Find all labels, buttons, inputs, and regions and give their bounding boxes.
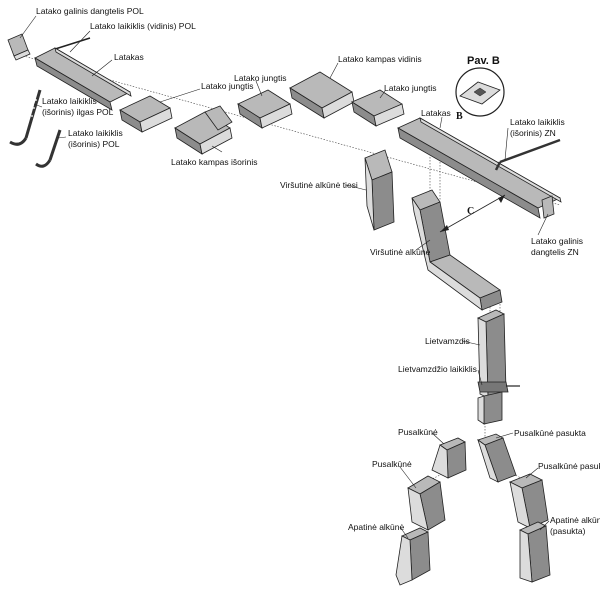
label-end-cap-zn-line2: dangtelis ZN: [531, 247, 579, 257]
label-letter-c: C: [467, 206, 474, 217]
downpipe-lower-part: [477, 391, 503, 425]
label-joint-1: Latako jungtis: [201, 81, 253, 91]
upper-elbow-part: [411, 189, 503, 311]
joint-2-part: [237, 89, 293, 129]
half-elbow-turned-2-part: [509, 473, 549, 529]
end-cap-zn-part: [541, 195, 555, 219]
label-downpipe: Lietvamzdis: [425, 336, 470, 346]
outer-corner-part: [174, 105, 233, 155]
end-cap-pol-part: [7, 33, 31, 61]
downpipe-bracket-part: [477, 381, 520, 393]
label-detail-b-title: Pav. B: [467, 55, 500, 67]
lower-elbow-turned-part: [519, 521, 551, 583]
label-half-elbow-1: Pusalkūnė: [398, 427, 438, 437]
outer-hanger-zn-part: [494, 138, 561, 171]
label-outer-long-hanger-pol-line1: Latako laikiklis: [42, 96, 97, 106]
gutter-1-part: [34, 47, 132, 111]
part-labels: Latako galinis dangtelis POL Latako laik…: [36, 6, 600, 536]
label-outer-hanger-zn-line1: Latako laikiklis: [510, 117, 565, 127]
label-downpipe-bracket: Lietvamzdžio laikiklis: [398, 364, 477, 374]
inner-corner-part: [289, 71, 355, 119]
label-joint-2: Latako jungtis: [234, 73, 286, 83]
label-half-elbow-2: Pusalkūnė: [372, 459, 412, 469]
label-half-elbow-turned-1: Pusalkūnė pasukta: [514, 428, 586, 438]
label-upper-elbow-straight: Viršutinė alkūnė tiesi: [280, 180, 358, 190]
lower-elbow-part: [395, 527, 431, 586]
leader-lines: [19, 15, 550, 539]
joint-1-part: [119, 95, 173, 133]
label-lower-elbow-turned-line2: (pasukta): [550, 526, 586, 536]
label-outer-hanger-pol-line2: (išorinis) POL: [68, 139, 120, 149]
label-joint-3: Latako jungtis: [384, 83, 436, 93]
label-outer-hanger-pol-line1: Latako laikiklis: [68, 128, 123, 138]
detail-b-circle: [455, 67, 505, 117]
label-lower-elbow: Apatinė alkūnė: [348, 522, 405, 532]
label-gutter-1: Latakas: [114, 52, 144, 62]
upper-elbow-straight-part: [364, 149, 395, 231]
outer-long-hanger-pol-part: [9, 89, 42, 146]
label-end-cap-zn-line1: Latako galinis: [531, 236, 583, 246]
label-inner-hanger-pol: Latako laikiklis (vidinis) POL: [90, 21, 196, 31]
label-gutter-2: Latakas: [421, 108, 451, 118]
joint-3-part: [351, 89, 405, 127]
half-elbow-1-part: [431, 437, 467, 479]
dimension-c-marker: [439, 194, 506, 233]
label-outer-corner: Latako kampas išorinis: [171, 157, 257, 167]
label-outer-long-hanger-pol-line2: (išorinis) ilgas POL: [42, 107, 114, 117]
label-lower-elbow-turned-line1: Apatinė alkūnė: [550, 515, 600, 525]
label-end-cap-pol: Latako galinis dangtelis POL: [36, 6, 144, 16]
label-letter-b: B: [456, 111, 463, 122]
label-upper-elbow: Viršutinė alkūnė: [370, 247, 431, 257]
label-inner-corner: Latako kampas vidinis: [338, 54, 422, 64]
half-elbow-turned-1-part: [477, 433, 517, 483]
label-half-elbow-turned-2: Pusalkūnė pasukta: [538, 461, 600, 471]
label-outer-hanger-zn-line2: (išorinis) ZN: [510, 128, 556, 138]
half-elbow-2-part: [407, 475, 446, 531]
outer-hanger-pol-part: [35, 129, 62, 168]
